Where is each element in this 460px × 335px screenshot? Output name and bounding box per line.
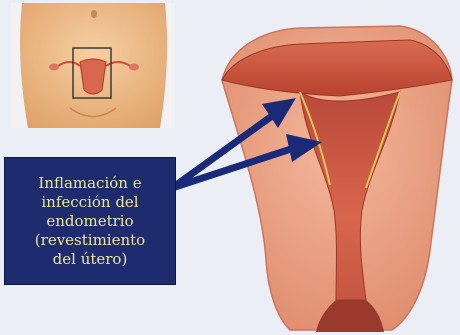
callout-label-text: Inflamación e infección del endometrio (…: [35, 174, 145, 269]
uterus-illustration: [222, 26, 452, 332]
navel: [91, 10, 97, 18]
callout-label-box: Inflamación e infección del endometrio (…: [4, 157, 176, 285]
torso-thumbnail: [11, 3, 175, 128]
